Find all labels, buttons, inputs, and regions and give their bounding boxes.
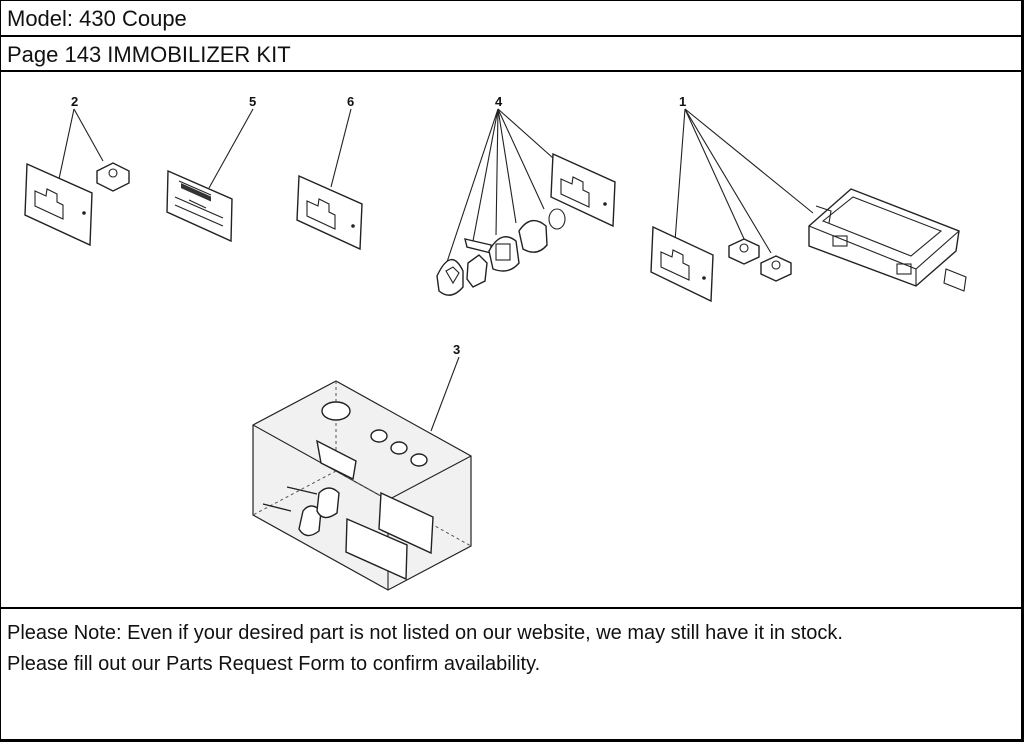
model-title: Model: 430 Coupe [7,6,187,31]
immobilizer-kit-parts-1 [650,188,967,303]
callout-number-1[interactable]: 1 [679,94,686,109]
page-title: Page 143 IMMOBILIZER KIT [7,42,291,67]
parts-diagram: 2 5 [1,72,1021,609]
callout-6[interactable]: 6 [330,94,354,188]
model-header: Model: 430 Coupe [1,1,1021,37]
page-header: Page 143 IMMOBILIZER KIT [1,37,1021,72]
callout-number-4[interactable]: 4 [495,94,503,109]
key-code-card-6 [296,174,363,251]
callout-5[interactable]: 5 [208,94,256,189]
callout-number-3[interactable]: 3 [453,342,460,357]
callout-number-6[interactable]: 6 [347,94,354,109]
callout-1[interactable]: 1 [674,94,814,254]
availability-note: Please Note: Even if your desired part i… [7,618,843,680]
note-line-1: Please Note: Even if your desired part i… [7,622,843,644]
callout-3[interactable]: 3 [430,342,460,432]
note-line-2: Please fill out our Parts Request Form t… [7,653,541,675]
callout-number-2[interactable]: 2 [71,94,78,109]
key-parts-4 [436,152,616,296]
callout-4[interactable]: 4 [443,94,554,272]
key-code-label-card [166,169,233,243]
callout-2[interactable]: 2 [58,94,104,180]
exploded-view-svg: 2 5 [24,94,967,591]
callout-number-5[interactable]: 5 [249,94,256,109]
transponder-chip-2 [96,162,130,192]
lock-set-kit-box [252,380,472,591]
key-code-card-2 [24,162,93,247]
